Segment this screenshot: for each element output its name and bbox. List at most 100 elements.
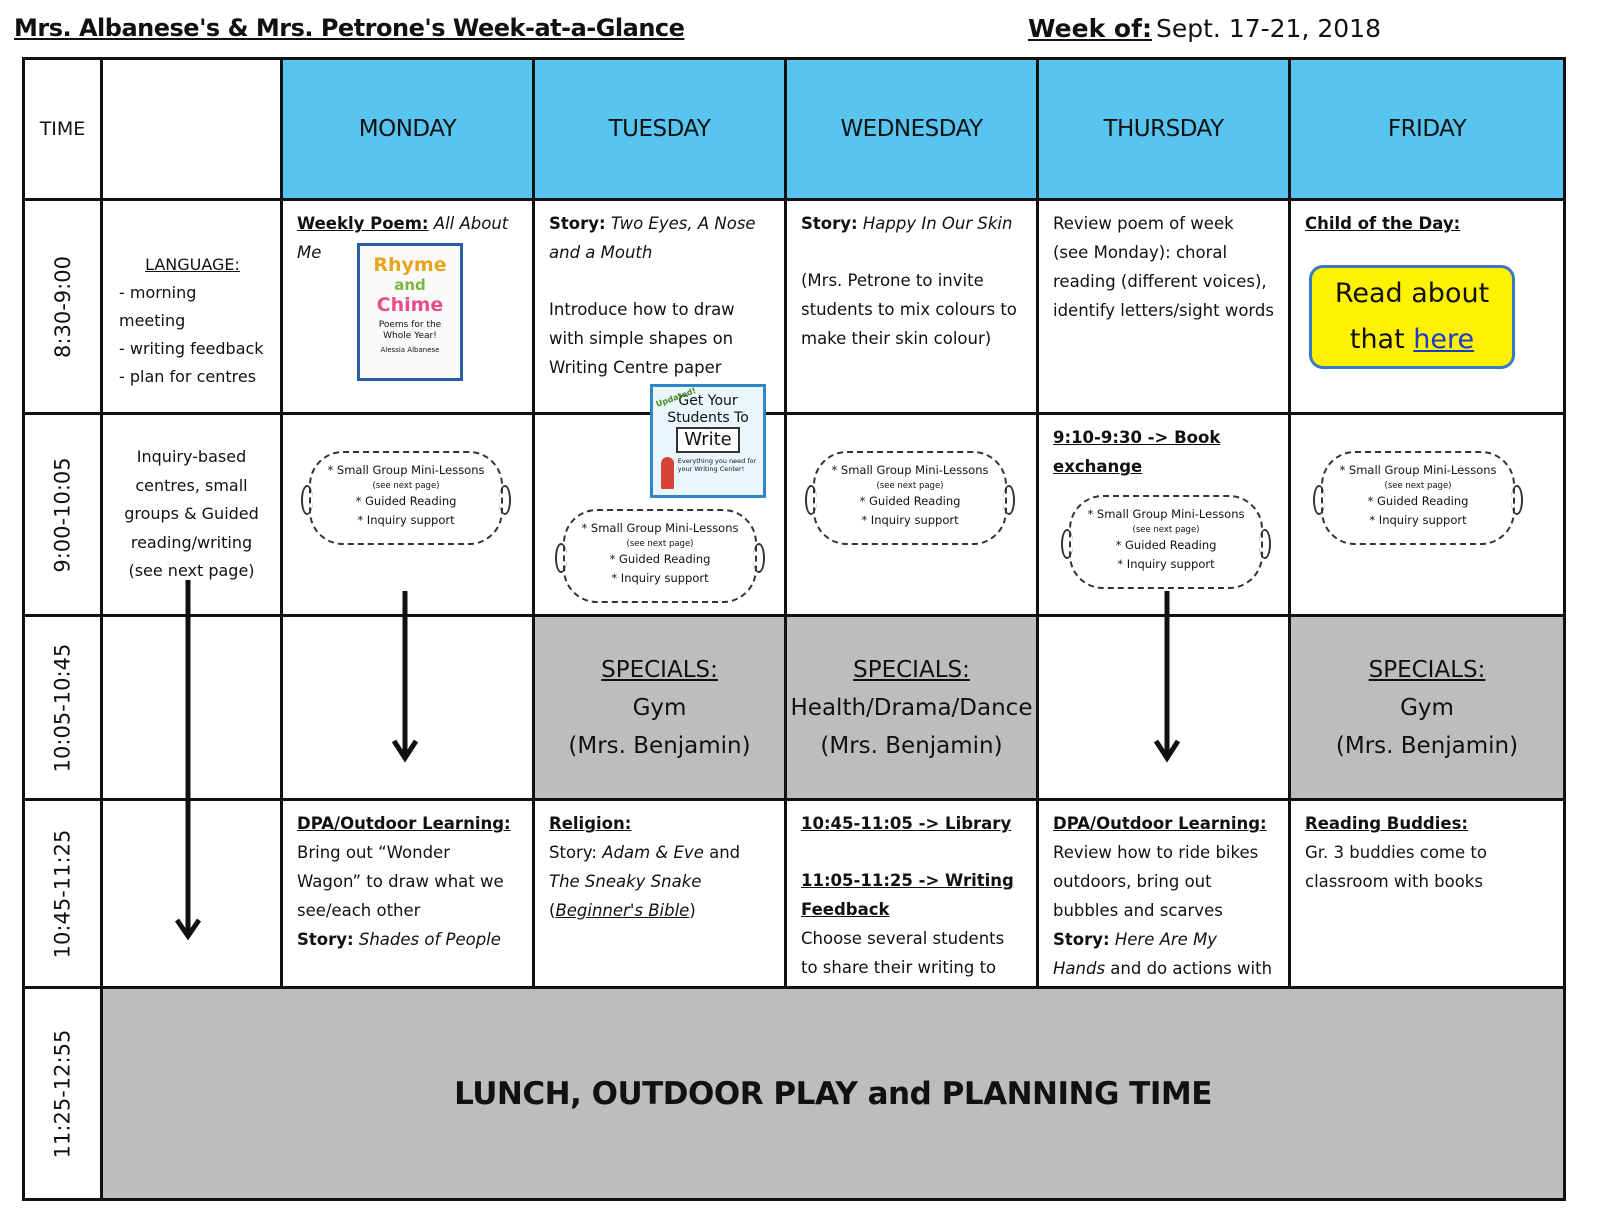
day-label: WEDNESDAY	[840, 116, 983, 142]
time-cell-5: 11:25-12:55	[25, 989, 103, 1198]
dpa-label: DPA/Outdoor Learning:	[297, 814, 511, 833]
day-header-thursday: THURSDAY	[1039, 60, 1291, 201]
language-label: LANGUAGE:	[145, 255, 240, 274]
story-label: Story:	[549, 843, 597, 862]
story-title: The Sneaky Snake	[549, 872, 702, 891]
day-label: THURSDAY	[1103, 116, 1224, 142]
time-header-cell: TIME	[25, 60, 103, 201]
get-your-students-to-write-book-image: Updated! Get Your Students To Write Ever…	[650, 384, 766, 498]
time-cell-4: 10:45-11:25	[25, 801, 103, 989]
inquiry-cell: Inquiry-based centres, small groups & Gu…	[103, 415, 283, 617]
story-title: Adam & Eve	[602, 843, 704, 862]
row4-blank-cell	[103, 801, 283, 989]
cloud-line: * Guided Reading	[1115, 538, 1217, 552]
cloud-line: (see next page)	[372, 481, 440, 491]
cloud-line: * Small Group Mini-Lessons	[327, 463, 485, 477]
cloud-line: * Small Group Mini-Lessons	[831, 463, 989, 477]
down-arrow-icon	[392, 591, 419, 763]
day-header-tuesday: TUESDAY	[535, 60, 787, 201]
week-value: Sept. 17-21, 2018	[1156, 14, 1381, 43]
cloud-line: * Small Group Mini-Lessons	[1087, 507, 1245, 521]
wednesday-description: (Mrs. Petrone to invite students to mix …	[801, 271, 1017, 348]
story-title: Happy In Our Skin	[862, 214, 1013, 233]
language-item: - writing feedback	[119, 339, 264, 358]
cloud-line: (see next page)	[876, 481, 944, 491]
cloud-line: * Guided Reading	[355, 494, 457, 508]
here-link[interactable]: here	[1413, 324, 1475, 355]
specials-subject: Health/Drama/Dance	[790, 694, 1033, 721]
story-label: Story:	[1053, 930, 1110, 949]
specials-label: SPECIALS:	[1368, 656, 1486, 683]
time-cell-1: 8:30-9:00	[25, 201, 103, 415]
language-item: - plan for centres	[119, 367, 257, 386]
down-arrow-icon	[175, 580, 202, 941]
wednesday-row2-cell: * Small Group Mini-Lessons (see next pag…	[787, 415, 1039, 617]
thursday-row1-cell: Review poem of week (see Monday): choral…	[1039, 201, 1291, 415]
tuesday-row1-cell: Story: Two Eyes, A Nose and a Mouth Intr…	[535, 201, 787, 415]
row3-blank-cell	[103, 617, 283, 801]
book-title-line: Chime	[376, 294, 444, 316]
page-title: Mrs. Albanese's & Mrs. Petrone's Week-at…	[14, 14, 685, 42]
friday-row1-cell: Child of the Day: Read about that here	[1291, 201, 1563, 415]
monday-row1-cell: Weekly Poem: All About Me Rhyme and Chim…	[283, 201, 535, 415]
cloud-line: * Guided Reading	[1367, 494, 1469, 508]
day-header-friday: FRIDAY	[1291, 60, 1563, 201]
day-label: TUESDAY	[608, 116, 711, 142]
mini-lessons-cloud: * Small Group Mini-Lessons (see next pag…	[805, 451, 1015, 545]
religion-label: Religion:	[549, 814, 632, 833]
down-arrow-icon	[1154, 591, 1181, 763]
specials-teacher: (Mrs. Benjamin)	[568, 732, 751, 759]
weekly-poem-label: Weekly Poem:	[297, 214, 429, 233]
specials-label: SPECIALS:	[853, 656, 970, 683]
day-header-wednesday: WEDNESDAY	[787, 60, 1039, 201]
time-label: 10:45-11:25	[50, 829, 75, 958]
monday-row3-cell	[283, 617, 535, 801]
lunch-label: LUNCH, OUTDOOR PLAY and PLANNING TIME	[454, 1075, 1212, 1112]
blank-header-cell	[103, 60, 283, 201]
specials-teacher: (Mrs. Benjamin)	[1335, 732, 1519, 759]
read-about-text: Read about	[1334, 278, 1490, 309]
book-title-line: Rhyme	[373, 254, 447, 276]
thursday-row4-cell: DPA/Outdoor Learning: Review how to ride…	[1039, 801, 1291, 989]
friday-row2-cell: * Small Group Mini-Lessons (see next pag…	[1291, 415, 1563, 617]
story-title: Shades of People	[358, 930, 501, 949]
child-of-day-label: Child of the Day:	[1305, 214, 1461, 233]
day-label: FRIDAY	[1387, 116, 1467, 142]
cloud-line: * Inquiry support	[611, 571, 709, 585]
cloud-line: * Guided Reading	[609, 552, 711, 566]
specials-label: SPECIALS:	[601, 656, 718, 683]
time-label: 8:30-9:00	[50, 255, 75, 358]
cloud-line: * Inquiry support	[1369, 513, 1467, 527]
mini-lessons-cloud: * Small Group Mini-Lessons (see next pag…	[301, 451, 511, 545]
mini-lessons-cloud: * Small Group Mini-Lessons (see next pag…	[1061, 495, 1271, 589]
cloud-line: (see next page)	[626, 539, 694, 549]
book-author: Alessia Albanese	[380, 346, 440, 354]
cloud-line: (see next page)	[1384, 481, 1452, 491]
language-item: - morning meeting	[119, 283, 197, 330]
time-label: 9:00-10:05	[50, 456, 75, 573]
child-of-day-box: Read about that here	[1309, 265, 1515, 369]
book-title-line: Students To	[667, 410, 749, 426]
story-source: Beginner's Bible	[555, 901, 690, 920]
rhyme-and-chime-book-image: Rhyme and Chime Poems for the Whole Year…	[357, 243, 463, 381]
dpa-label: DPA/Outdoor Learning:	[1053, 814, 1267, 833]
specials-teacher: (Mrs. Benjamin)	[820, 732, 1003, 759]
book-title-line: Get Your	[678, 393, 738, 409]
thursday-row2-cell: 9:10-9:30 -> Book exchange * Small Group…	[1039, 415, 1291, 617]
thursday-row3-cell	[1039, 617, 1291, 801]
tuesday-row4-cell: Religion: Story: Adam & Eve and The Snea…	[535, 801, 787, 989]
story-label: Story:	[801, 214, 858, 233]
cloud-line: * Guided Reading	[859, 494, 961, 508]
tuesday-description: Introduce how to draw with simple shapes…	[549, 300, 735, 377]
week-label: Week of:	[1028, 14, 1152, 43]
reading-buddies-description: Gr. 3 buddies come to classroom with boo…	[1305, 843, 1487, 891]
weekly-poem-title: All About Me	[297, 214, 509, 262]
wednesday-specials-cell: SPECIALS: Health/Drama/Dance (Mrs. Benja…	[787, 617, 1039, 801]
time-cell-2: 9:00-10:05	[25, 415, 103, 617]
thursday-description: Review poem of week (see Monday): choral…	[1053, 214, 1274, 320]
cloud-line: * Inquiry support	[357, 513, 455, 527]
story-label: Story:	[549, 214, 606, 233]
mini-lessons-cloud: * Small Group Mini-Lessons (see next pag…	[1313, 451, 1523, 545]
specials-subject: Gym	[1400, 694, 1454, 721]
monday-row4-cell: DPA/Outdoor Learning: Bring out “Wonder …	[283, 801, 535, 989]
